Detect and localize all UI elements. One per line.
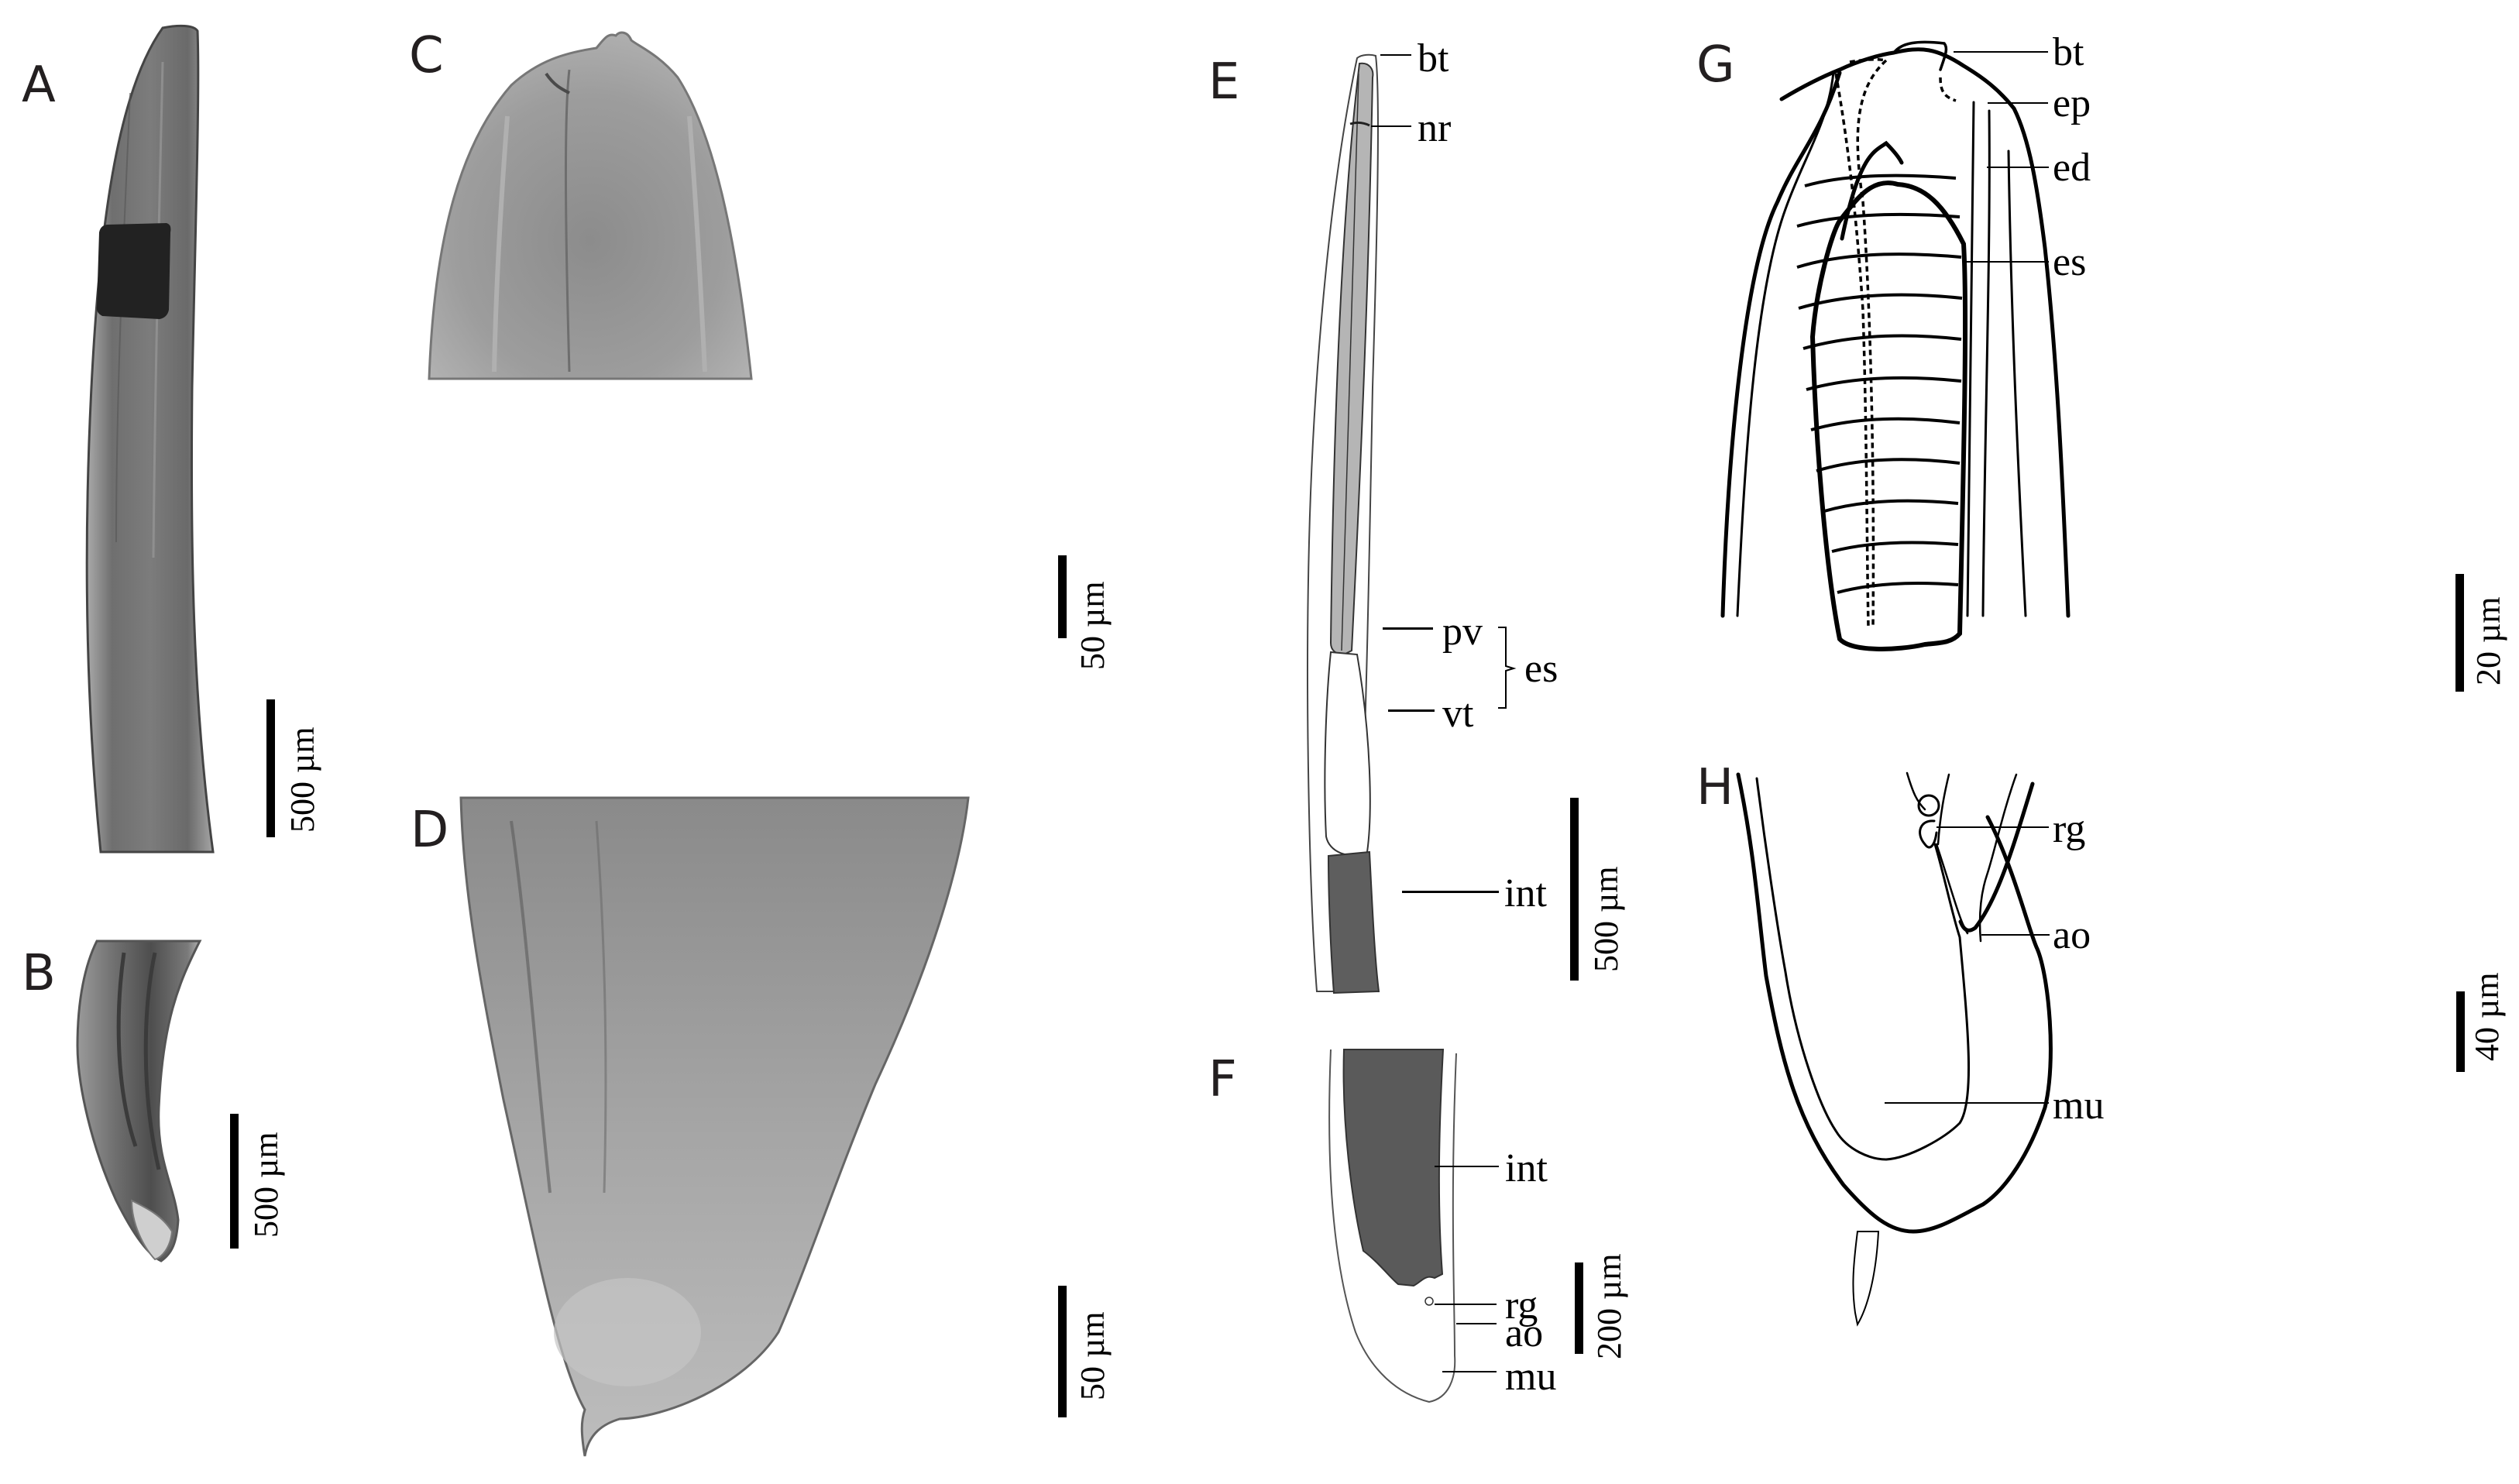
panel-c: C 50 µm <box>372 0 1146 775</box>
panel-g: G <box>1696 0 2519 736</box>
leader-mu-f <box>1442 1371 1497 1372</box>
label-rg-f: rg <box>1505 1283 1538 1328</box>
leader-es-g <box>1964 261 2049 263</box>
leader-bt-g <box>1954 51 2048 53</box>
panel-e: E bt nr pv vt es int 500 µm <box>1162 0 1704 1007</box>
scale-label-f: 200 µm <box>1590 1253 1628 1359</box>
scale-label-e: 500 µm <box>1587 866 1625 972</box>
panel-label-h: H <box>1696 759 1734 816</box>
nematode-posterior-micrograph <box>76 940 202 1262</box>
leader-ed-g <box>1987 167 2049 168</box>
label-ep-g: ep <box>2053 81 2091 125</box>
label-vt-e: vt <box>1442 692 1474 736</box>
scale-label-c: 50 µm <box>1074 581 1112 670</box>
panel-f: F int rg ao mu 200 µm <box>1162 1007 1704 1484</box>
intestine <box>1327 850 1380 994</box>
label-bt-g: bt <box>2053 30 2084 74</box>
tail-drawing <box>1736 771 2053 1327</box>
leader-int-f <box>1435 1166 1499 1167</box>
tail-region-micrograph <box>459 796 970 1457</box>
leader-rg-h <box>1937 826 2049 828</box>
label-es-g: es <box>2053 240 2087 284</box>
scale-label-b: 500 µm <box>247 1132 285 1238</box>
label-es-e: es <box>1524 647 1558 691</box>
leader-int-e <box>1402 891 1499 893</box>
intestine <box>1342 1049 1445 1287</box>
nerve-ring <box>1349 121 1370 127</box>
scale-bar-f <box>1575 1262 1583 1354</box>
panel-label-a: A <box>22 57 56 114</box>
leader-ao-h <box>1981 934 2050 936</box>
scale-label-d: 50 µm <box>1074 1311 1112 1400</box>
scale-label-g: 20 µm <box>2469 596 2507 685</box>
panel-label-c: C <box>409 27 444 84</box>
label-int-f: int <box>1505 1146 1548 1190</box>
nematode-anterior-micrograph <box>85 24 215 854</box>
esophagus-muscular <box>1329 62 1374 656</box>
leader-pv-e <box>1383 627 1433 630</box>
scale-bar-g <box>2455 574 2464 692</box>
label-pv-e: pv <box>1442 610 1483 654</box>
rectal-gland <box>1424 1297 1434 1306</box>
panel-b: B 500 µm <box>0 891 341 1484</box>
label-ed-g: ed <box>2053 146 2091 190</box>
leader-ao-f <box>1456 1323 1497 1324</box>
label-ao-f: ao <box>1505 1311 1544 1355</box>
dark-mass <box>96 223 171 319</box>
mucron <box>1852 1231 1880 1327</box>
panel-label-b: B <box>22 945 56 1002</box>
panel-h: H rg ao mu 40 µm <box>1696 736 2519 1484</box>
panel-label-f: F <box>1208 1051 1237 1108</box>
head-region-micrograph <box>428 31 753 380</box>
bracket-es-e <box>1498 627 1517 709</box>
panel-d: D 50 µm <box>372 775 1146 1484</box>
leader-rg-f <box>1435 1304 1497 1305</box>
leader-nr-e <box>1371 125 1411 127</box>
label-mu-h: mu <box>2053 1084 2105 1128</box>
label-mu-f: mu <box>1505 1355 1557 1399</box>
leader-vt-e <box>1388 709 1435 712</box>
scale-bar-h <box>2456 991 2465 1072</box>
cephalic-region-drawing <box>1720 40 2071 651</box>
leader-bt-e <box>1380 54 1411 56</box>
scale-bar-c <box>1058 555 1067 638</box>
panel-label-d: D <box>411 802 449 859</box>
leader-mu-h <box>1885 1102 2049 1104</box>
label-nr-e: nr <box>1418 106 1452 150</box>
label-bt-e: bt <box>1418 36 1449 81</box>
scale-bar-b <box>230 1114 239 1249</box>
scale-bar-a <box>266 699 275 837</box>
anterior-body-drawing <box>1307 53 1380 994</box>
posterior-body-drawing <box>1328 1049 1457 1403</box>
panel-a: A 500 µm <box>0 0 341 867</box>
label-rg-h: rg <box>2053 807 2086 851</box>
leader-ep-g <box>1988 102 2048 104</box>
scale-bar-e <box>1570 798 1579 981</box>
panel-label-e: E <box>1208 53 1240 111</box>
scale-label-h: 40 µm <box>2468 972 2506 1061</box>
label-int-e: int <box>1504 871 1547 915</box>
scale-bar-d <box>1058 1286 1067 1417</box>
label-ao-h: ao <box>2053 913 2091 957</box>
panel-label-g: G <box>1696 36 1735 94</box>
scale-label-a: 500 µm <box>284 727 321 833</box>
